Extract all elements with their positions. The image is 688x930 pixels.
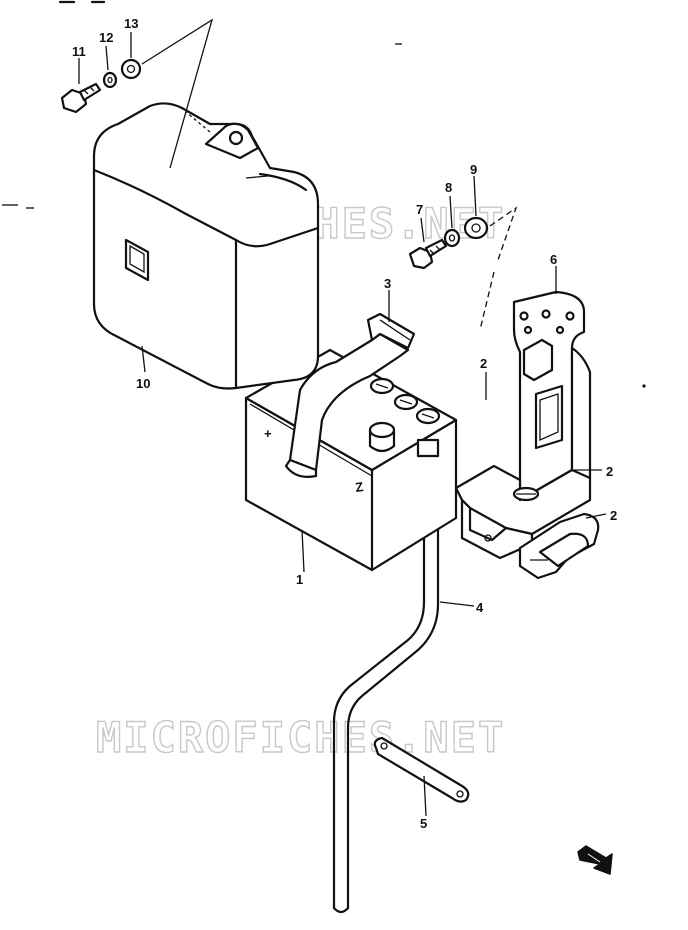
callout-4: 4 xyxy=(476,600,484,615)
part-13-washer xyxy=(120,58,142,80)
part-5-strap xyxy=(373,736,470,803)
part-11-bolt xyxy=(60,82,102,114)
part-6-tray xyxy=(454,290,600,580)
callout-2b: 2 xyxy=(606,464,613,479)
part-7-bolt xyxy=(408,238,448,270)
battery-polarity-mark: + xyxy=(264,426,272,441)
callout-8: 8 xyxy=(445,180,452,195)
scan-marks xyxy=(2,0,646,388)
part-12-washer xyxy=(102,71,118,89)
watermark-bottom: MICROFICHES.NET xyxy=(96,713,505,762)
callout-2a: 2 xyxy=(480,356,487,371)
callout-2c: 2 xyxy=(610,508,617,523)
callout-13: 13 xyxy=(124,16,138,31)
part-3-band xyxy=(284,312,416,478)
part-8-washer xyxy=(443,228,461,248)
callout-12: 12 xyxy=(99,30,113,45)
callout-numbers: 1 2 2 2 3 4 5 6 7 8 9 10 11 12 13 xyxy=(72,16,617,831)
part-10-cover xyxy=(92,102,320,390)
leader-lines xyxy=(78,18,607,817)
part-9-washer xyxy=(463,216,489,240)
callout-3: 3 xyxy=(384,276,391,291)
callout-10: 10 xyxy=(136,376,150,391)
callout-9: 9 xyxy=(470,162,477,177)
callout-5: 5 xyxy=(420,816,427,831)
callout-11: 11 xyxy=(72,44,86,59)
battery-terminal-mark: Z xyxy=(354,479,364,495)
front-direction-arrow-icon xyxy=(577,845,613,875)
callout-1: 1 xyxy=(296,572,303,587)
callout-6: 6 xyxy=(550,252,557,267)
callout-7: 7 xyxy=(416,202,423,217)
